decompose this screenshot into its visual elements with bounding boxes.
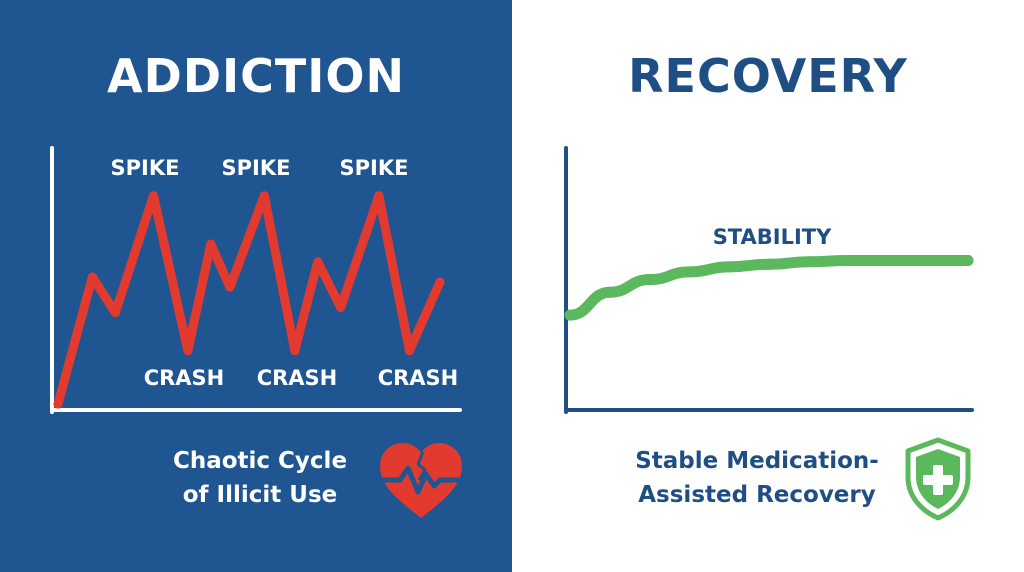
recovery-point-5 xyxy=(723,261,735,273)
spike-label-2: SPIKE xyxy=(222,156,291,180)
shield-plus-icon xyxy=(905,437,971,521)
recovery-point-2 xyxy=(604,286,616,298)
addiction-caption: Chaotic Cycle of Illicit Use xyxy=(150,444,370,512)
addiction-point-1 xyxy=(53,399,63,409)
recovery-caption-line-2: Assisted Recovery xyxy=(638,482,876,508)
shield-outline xyxy=(905,437,971,521)
addiction-point-10 xyxy=(313,257,323,267)
recovery-caption-line-1: Stable Medication- xyxy=(635,448,879,474)
recovery-point-4 xyxy=(683,266,695,278)
spike-label-3: SPIKE xyxy=(340,156,409,180)
addiction-title: ADDICTION xyxy=(107,49,405,103)
recovery-point-8 xyxy=(843,254,855,266)
plus-horizontal xyxy=(923,475,953,485)
addiction-point-8 xyxy=(259,191,269,201)
recovery-point-7 xyxy=(803,256,815,268)
addiction-point-2 xyxy=(87,272,97,282)
addiction-point-12 xyxy=(374,191,384,201)
addiction-point-6 xyxy=(206,239,216,249)
recovery-point-10 xyxy=(922,254,934,266)
recovery-point-3 xyxy=(644,274,656,286)
recovery-point-11 xyxy=(962,254,974,266)
addiction-series-line xyxy=(53,191,445,409)
addiction-point-13 xyxy=(404,346,414,356)
addiction-point-3 xyxy=(110,308,120,318)
stability-label: STABILITY xyxy=(713,225,832,249)
recovery-point-6 xyxy=(763,258,775,270)
recovery-panel: STABILITY RECOVERY Stable Medication- As… xyxy=(512,0,1024,572)
addiction-point-4 xyxy=(149,191,158,201)
addiction-point-9 xyxy=(290,346,300,356)
addiction-caption-line-2: of Illicit Use xyxy=(182,482,338,508)
addiction-caption-line-1: Chaotic Cycle xyxy=(172,448,348,474)
crash-label-1: CRASH xyxy=(144,366,225,390)
addiction-point-14 xyxy=(435,277,445,287)
addiction-chart: SPIKE SPIKE SPIKE CRASH CRASH CRASH xyxy=(0,0,512,572)
crash-label-2: CRASH xyxy=(257,366,338,390)
heart-crack xyxy=(416,451,427,481)
recovery-point-1 xyxy=(564,309,576,321)
heart-pulse-line xyxy=(379,465,463,495)
broken-heart-icon xyxy=(379,443,463,518)
addiction-point-7 xyxy=(225,282,235,292)
addiction-panel: SPIKE SPIKE SPIKE CRASH CRASH CRASH ADDI… xyxy=(0,0,512,572)
recovery-caption: Stable Medication- Assisted Recovery xyxy=(617,444,897,512)
addiction-point-5 xyxy=(183,346,193,356)
spike-label-1: SPIKE xyxy=(111,156,180,180)
recovery-title: RECOVERY xyxy=(628,49,908,103)
crash-label-3: CRASH xyxy=(378,366,459,390)
recovery-point-9 xyxy=(882,254,894,266)
addiction-point-11 xyxy=(336,302,346,312)
